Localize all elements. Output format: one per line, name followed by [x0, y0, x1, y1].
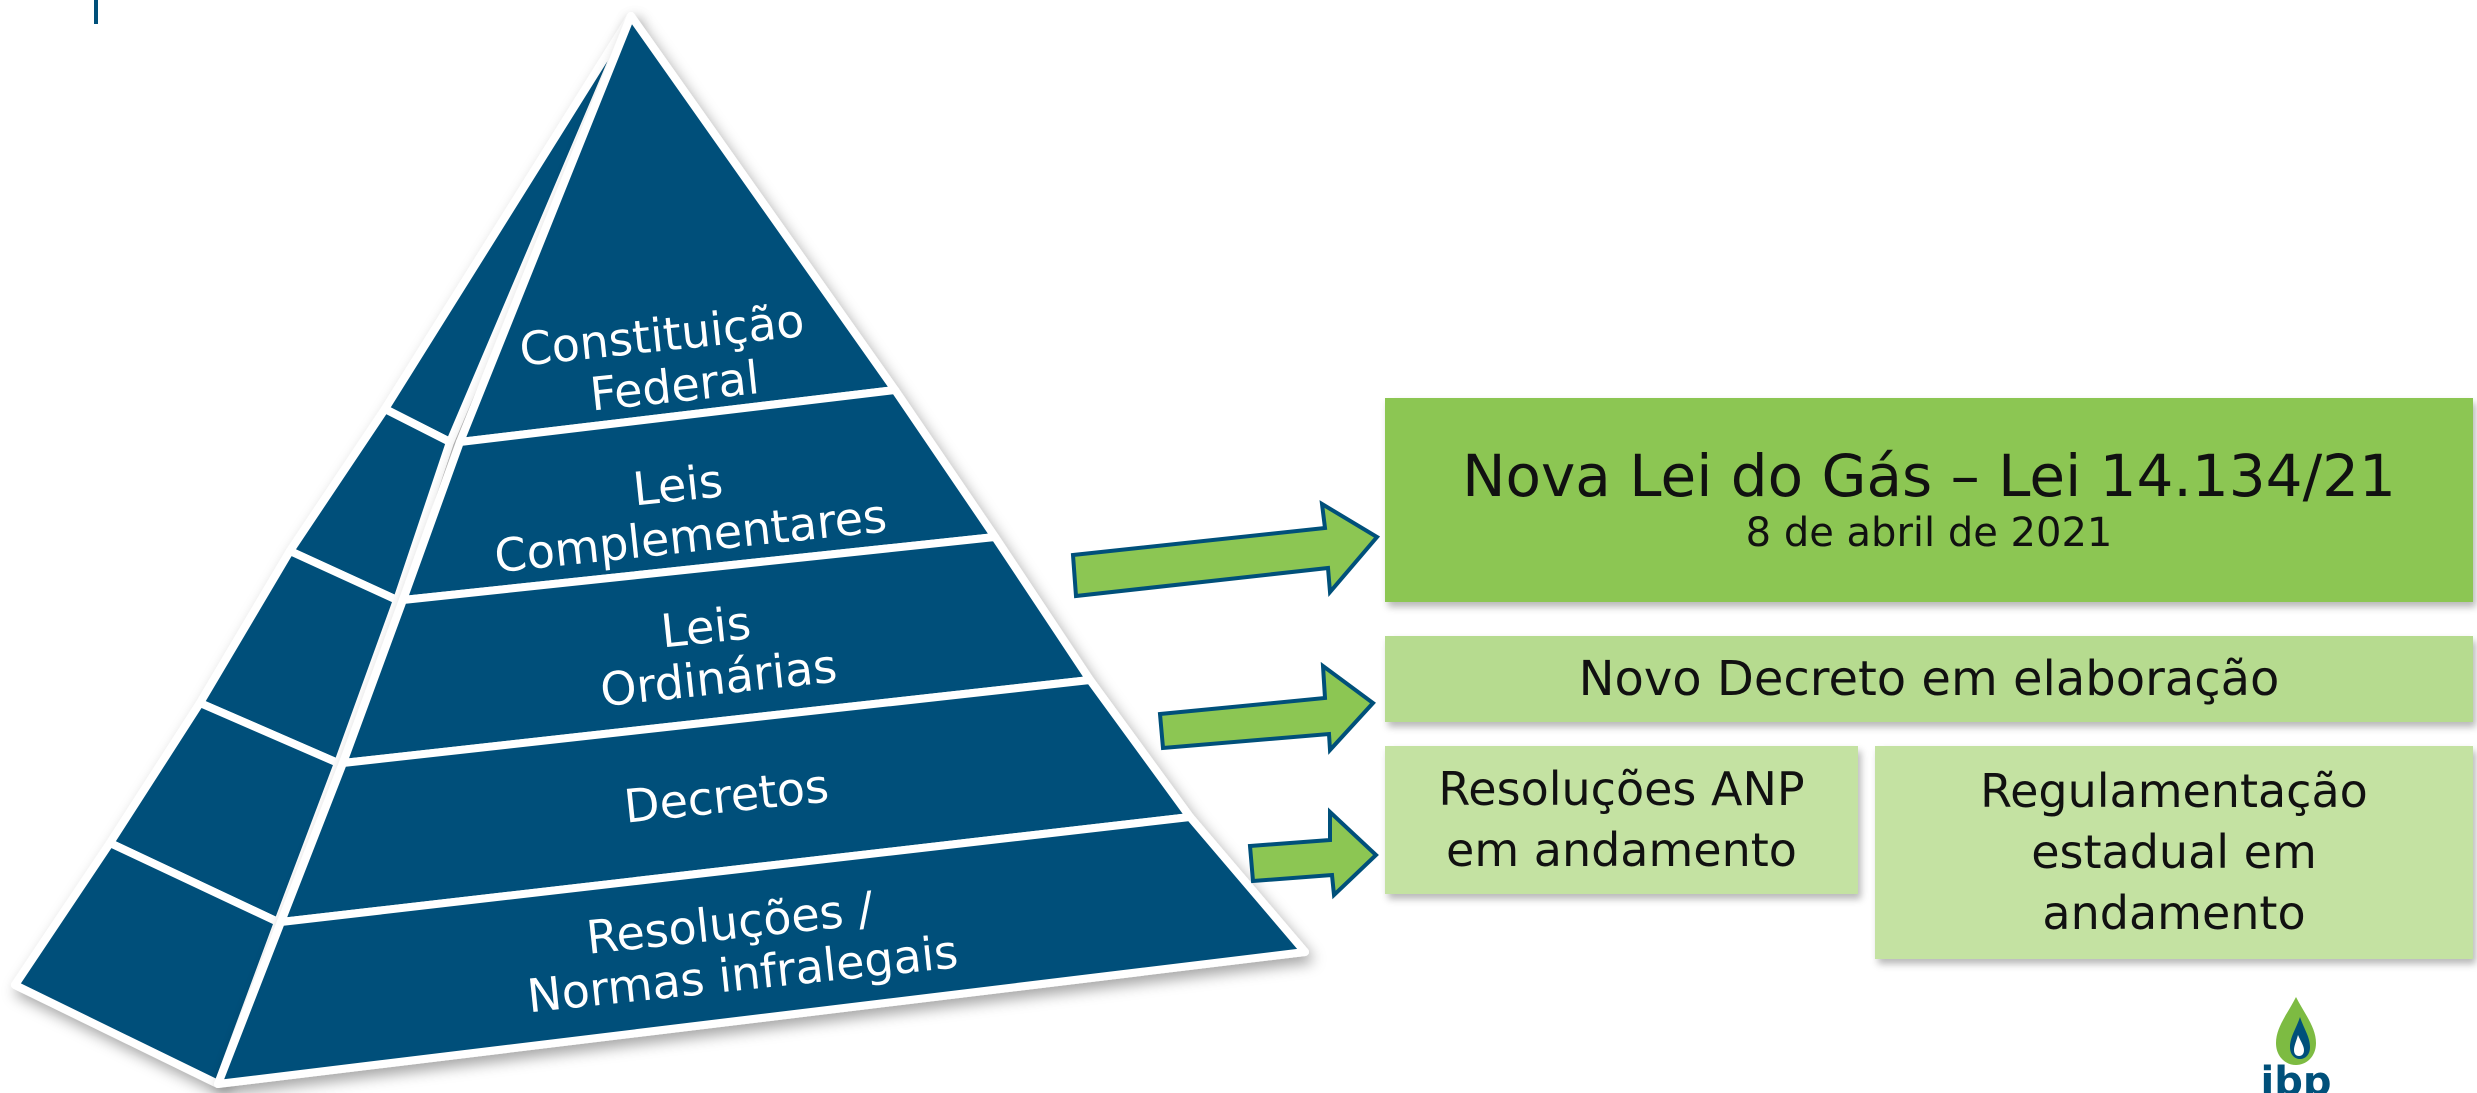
novo-decreto-box: Novo Decreto em elaboração	[1385, 636, 2473, 722]
pyramid-front-face	[214, 12, 1309, 1088]
regulamentacao-line-3: andamento	[2042, 885, 2306, 940]
ibp-logo: ibp	[2261, 997, 2332, 1093]
pyramid-left-face	[11, 12, 635, 1088]
resolucoes-line-1: Resoluções ANP	[1438, 762, 1805, 817]
arrow-to-nova-lei	[1070, 500, 1381, 599]
nova-lei-date: 8 de abril de 2021	[1745, 510, 2113, 557]
resolucoes-line-2: em andamento	[1446, 823, 1797, 877]
corner-accent-line	[94, 0, 98, 24]
level-label-resolucoes: Resoluções / Normas infralegais	[519, 873, 960, 1024]
novo-decreto-text: Novo Decreto em elaboração	[1578, 651, 2280, 707]
nova-lei-title: Nova Lei do Gás – Lei 14.134/21	[1462, 441, 2396, 510]
resolucoes-anp-box: Resoluções ANP em andamento	[1385, 746, 1858, 894]
flame-drop-icon	[2276, 997, 2316, 1065]
logo-text: ibp	[2261, 1059, 2332, 1093]
nova-lei-do-gas-box: Nova Lei do Gás – Lei 14.134/21 8 de abr…	[1385, 398, 2473, 602]
arrow-to-resolucoes	[1247, 807, 1379, 900]
regulamentacao-line-2: estadual em	[2031, 825, 2317, 880]
regulamentacao-line-1: Regulamentação	[1980, 764, 2368, 819]
regulamentacao-estadual-box: Regulamentação estadual em andamento	[1875, 746, 2473, 959]
arrow-to-decreto	[1157, 661, 1376, 755]
level-band-resolucoes	[214, 813, 1309, 1088]
